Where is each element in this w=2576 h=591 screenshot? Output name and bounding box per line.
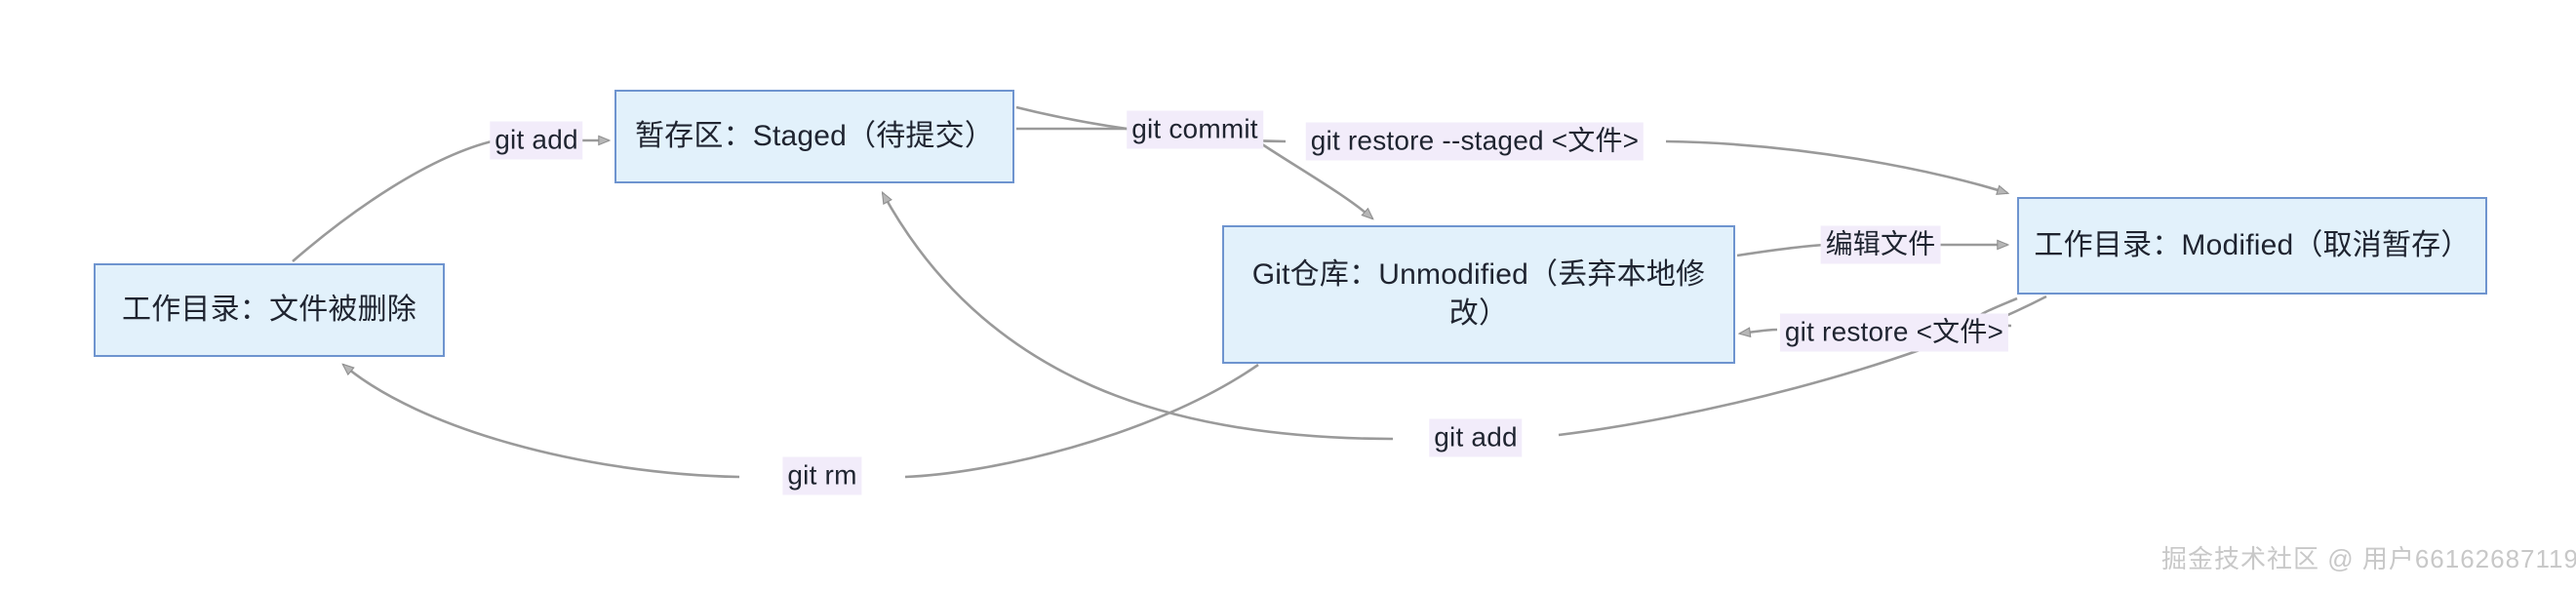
edge-git-add-staged	[292, 138, 496, 262]
edge-label-git-restore-file: git restore <文件>	[1779, 313, 2009, 352]
node-label: 工作目录：文件被删除	[122, 294, 416, 327]
edge-git-rm-a	[904, 363, 1259, 479]
edge-label-git-commit: git commit	[1127, 110, 1263, 149]
edge-label-git-add-bottom: git add	[1429, 418, 1523, 457]
edge-git-commit-b	[1255, 138, 1372, 218]
watermark: 掘金技术社区 @ 用户661626871197	[2161, 544, 2576, 573]
edge-git-restore-staged-b	[1665, 139, 2007, 193]
edge-edit-file-a	[1736, 243, 1827, 257]
edge-git-restore-file-b	[1740, 330, 1778, 334]
node-label: 暂存区：Staged（待提交）	[634, 120, 995, 153]
node-working-dir-modified[interactable]: 工作目录：Modified（取消暂存）	[2017, 197, 2487, 295]
edge-label-git-restore-staged: git restore --staged <文件>	[1305, 122, 1645, 161]
node-working-dir-deleted[interactable]: 工作目录：文件被删除	[94, 263, 445, 357]
node-label: 工作目录：Modified（取消暂存）	[2034, 229, 2471, 262]
edge-git-rm-b	[343, 365, 740, 479]
edge-label-git-rm: git rm	[782, 456, 862, 495]
node-staged[interactable]: 暂存区：Staged（待提交）	[614, 90, 1014, 183]
node-label: Git仓库：Unmodified（丢弃本地修改）	[1251, 258, 1706, 330]
edge-git-add-bottom-b	[883, 193, 1394, 441]
edge-label-git-add-staged: git add	[490, 121, 583, 160]
node-git-repo-unmodified[interactable]: Git仓库：Unmodified（丢弃本地修改）	[1222, 225, 1735, 364]
edge-label-edit-file: 编辑文件	[1820, 225, 1941, 264]
